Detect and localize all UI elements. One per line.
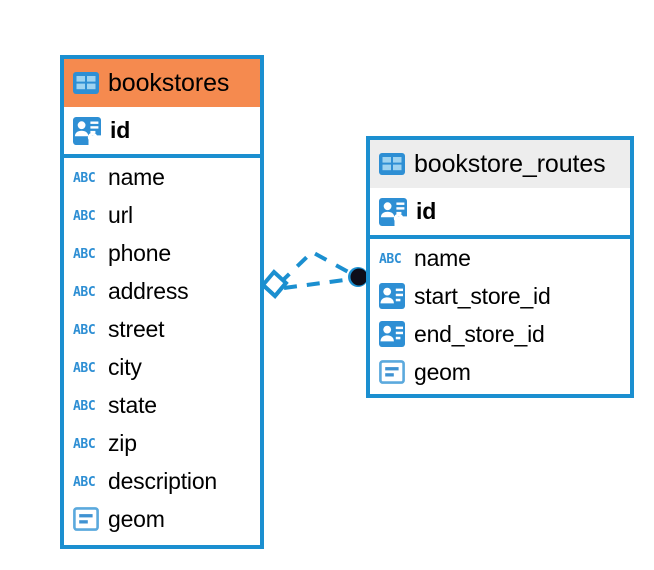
abc-text-icon: ABC bbox=[73, 169, 99, 186]
field-label: url bbox=[108, 201, 133, 228]
field-row-bookstores-url[interactable]: ABC url bbox=[64, 196, 260, 234]
field-label: street bbox=[108, 315, 165, 342]
svg-text:ABC: ABC bbox=[73, 171, 95, 185]
field-row-bookstores-address[interactable]: ABC address bbox=[64, 272, 260, 310]
abc-text-icon: ABC bbox=[73, 207, 99, 224]
primary-key-icon bbox=[73, 116, 101, 145]
foreign-key-icon bbox=[379, 321, 405, 347]
entity-table-bookstores[interactable]: bookstores id bbox=[60, 55, 264, 549]
abc-text-icon: ABC bbox=[73, 245, 99, 262]
field-row-bookstores-geom[interactable]: geom bbox=[64, 500, 260, 538]
abc-text-icon: ABC bbox=[73, 283, 99, 300]
abc-text-icon: ABC bbox=[73, 359, 99, 376]
field-row-bookstore-routes-geom[interactable]: geom bbox=[370, 353, 630, 391]
field-label: description bbox=[108, 467, 218, 494]
field-row-bookstores-id[interactable]: id bbox=[64, 107, 260, 154]
abc-text-icon: ABC bbox=[73, 321, 99, 338]
field-label: end_store_id bbox=[414, 320, 545, 347]
abc-text-icon: ABC bbox=[379, 250, 405, 267]
field-row-bookstores-city[interactable]: ABC city bbox=[64, 348, 260, 386]
abc-text-icon: ABC bbox=[73, 397, 99, 414]
field-row-bookstores-zip[interactable]: ABC zip bbox=[64, 424, 260, 462]
field-name-bookstores-id: id bbox=[110, 117, 131, 143]
field-row-bookstores-phone[interactable]: ABC phone bbox=[64, 234, 260, 272]
entity-table-bookstore-routes[interactable]: bookstore_routes id bbox=[366, 136, 634, 398]
field-row-bookstore-routes-id[interactable]: id bbox=[370, 188, 630, 235]
field-label: name bbox=[108, 163, 165, 190]
svg-text:ABC: ABC bbox=[73, 361, 95, 375]
primary-key-divider bbox=[64, 154, 260, 158]
field-row-start-store-id[interactable]: start_store_id bbox=[370, 277, 630, 315]
entity-title-bookstore-routes: bookstore_routes bbox=[414, 149, 606, 178]
table-icon bbox=[73, 72, 99, 94]
field-label: zip bbox=[108, 429, 137, 456]
field-row-bookstores-state[interactable]: ABC state bbox=[64, 386, 260, 424]
table-icon bbox=[379, 153, 405, 175]
geometry-icon bbox=[73, 507, 99, 531]
svg-text:ABC: ABC bbox=[73, 285, 95, 299]
diamond-open-marker-icon bbox=[260, 269, 289, 299]
abc-text-icon: ABC bbox=[73, 435, 99, 452]
field-label: geom bbox=[108, 505, 165, 532]
svg-text:ABC: ABC bbox=[73, 247, 95, 261]
field-row-bookstores-description[interactable]: ABC description bbox=[64, 462, 260, 500]
field-row-end-store-id[interactable]: end_store_id bbox=[370, 315, 630, 353]
field-row-bookstore-routes-name[interactable]: ABC name bbox=[370, 239, 630, 277]
abc-text-icon: ABC bbox=[73, 473, 99, 490]
primary-key-icon bbox=[379, 197, 407, 226]
field-row-bookstores-street[interactable]: ABC street bbox=[64, 310, 260, 348]
entity-title-bookstores: bookstores bbox=[108, 68, 230, 97]
relationship-line-start-store[interactable] bbox=[283, 277, 353, 290]
svg-text:ABC: ABC bbox=[73, 399, 95, 413]
field-label: name bbox=[414, 244, 471, 271]
field-name-bookstore-routes-id: id bbox=[416, 198, 437, 224]
primary-key-divider bbox=[370, 235, 630, 239]
svg-text:ABC: ABC bbox=[379, 252, 401, 266]
svg-text:ABC: ABC bbox=[73, 209, 95, 223]
field-label: city bbox=[108, 353, 142, 380]
entity-header-bookstore-routes[interactable]: bookstore_routes bbox=[370, 140, 630, 188]
svg-text:ABC: ABC bbox=[73, 437, 95, 451]
field-label: geom bbox=[414, 358, 471, 385]
entity-header-bookstores[interactable]: bookstores bbox=[64, 59, 260, 107]
geometry-icon bbox=[379, 360, 405, 384]
relationship-line-end-store[interactable] bbox=[278, 249, 353, 285]
foreign-key-icon bbox=[379, 283, 405, 309]
filled-circle-marker-icon bbox=[348, 267, 368, 287]
svg-text:ABC: ABC bbox=[73, 475, 95, 489]
field-label: address bbox=[108, 277, 189, 304]
field-label: phone bbox=[108, 239, 171, 266]
svg-text:ABC: ABC bbox=[73, 323, 95, 337]
field-label: start_store_id bbox=[414, 282, 551, 309]
field-label: state bbox=[108, 391, 157, 418]
field-row-bookstores-name[interactable]: ABC name bbox=[64, 158, 260, 196]
